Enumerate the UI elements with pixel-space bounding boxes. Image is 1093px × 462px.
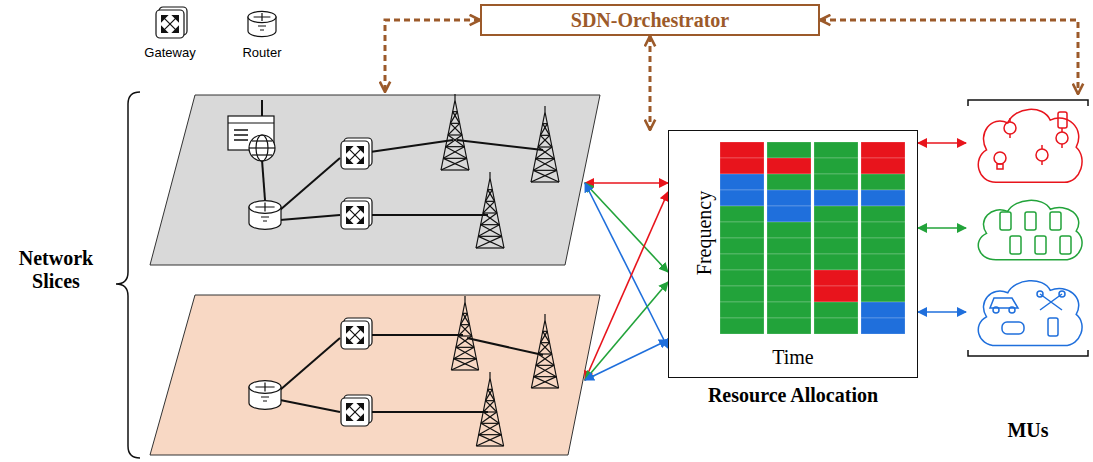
text-holder: Resource Allocation [708, 384, 878, 407]
resource-link [585, 282, 668, 380]
control-link [385, 20, 480, 92]
wire [370, 411, 488, 413]
legend-label: Gateway [144, 46, 195, 61]
tower-symbol [531, 106, 559, 182]
node-label: MUs [1007, 419, 1048, 442]
resource-link [585, 182, 668, 184]
bracket [116, 92, 140, 458]
text-holder: SDN-Orchestrator [571, 9, 729, 32]
resource-grid [720, 142, 905, 334]
resource-link [918, 311, 966, 313]
legend-label: Router [242, 46, 281, 61]
device-icons [1000, 212, 1071, 254]
wire [467, 338, 543, 355]
text-holder: Network Slices [4, 247, 109, 293]
wire [280, 400, 340, 412]
mobile-users-group: MUs [966, 94, 1090, 444]
node-label: Time [772, 346, 814, 369]
node-label: Network Slices [4, 247, 109, 293]
device-icons [990, 291, 1065, 336]
tower-symbol [441, 94, 469, 170]
legend-item: Router [242, 43, 281, 61]
router-symbol [249, 201, 281, 230]
node-label: SDN-Orchestrator [571, 9, 729, 32]
legend-item: Gateway [144, 43, 195, 61]
cloud-shape [978, 109, 1082, 182]
resource-link [918, 227, 966, 229]
slice-group: Network Slices [0, 92, 585, 458]
gateway-symbol [341, 395, 372, 426]
resource-allocation-box: FrequencyTimeResource Allocation [668, 130, 918, 378]
legend-icons [156, 7, 276, 38]
tower-symbol [476, 172, 504, 248]
cloud-shape [978, 200, 1082, 259]
wire [262, 160, 265, 200]
wire [280, 158, 340, 210]
node-label: Frequency [693, 191, 716, 275]
tower-symbol [451, 296, 478, 370]
wire [370, 334, 463, 336]
device-icons [994, 112, 1068, 169]
text-holder: Frequency [693, 191, 716, 275]
wire [280, 215, 340, 220]
wire [261, 100, 263, 116]
resource-link [585, 192, 668, 380]
tower-symbol [476, 372, 503, 446]
gateway-symbol [156, 7, 187, 38]
control-link [820, 20, 1078, 94]
slice-plane [150, 95, 600, 265]
globe-icon [249, 135, 275, 161]
tower-symbol [531, 314, 558, 388]
orchestrator-box: SDN-Orchestrator [480, 4, 820, 36]
wire [457, 140, 543, 150]
wire [370, 214, 488, 216]
router-symbol [248, 11, 276, 36]
bracket [968, 100, 1088, 356]
cloud-shape [978, 281, 1082, 346]
node-label: Resource Allocation [708, 384, 878, 407]
router-symbol [249, 381, 281, 410]
gateway-symbol [341, 318, 372, 349]
gateway-symbol [341, 198, 372, 229]
resource-link [585, 183, 668, 272]
wire [280, 338, 340, 390]
wire [370, 140, 453, 152]
resource-link [585, 183, 668, 348]
text-holder: MUs [1007, 419, 1048, 442]
resource-link [918, 142, 966, 144]
gateway-symbol [341, 138, 372, 169]
resource-link [585, 340, 668, 380]
text-holder: Time [772, 346, 814, 369]
control-link [649, 36, 652, 130]
slice-plane [150, 295, 600, 455]
